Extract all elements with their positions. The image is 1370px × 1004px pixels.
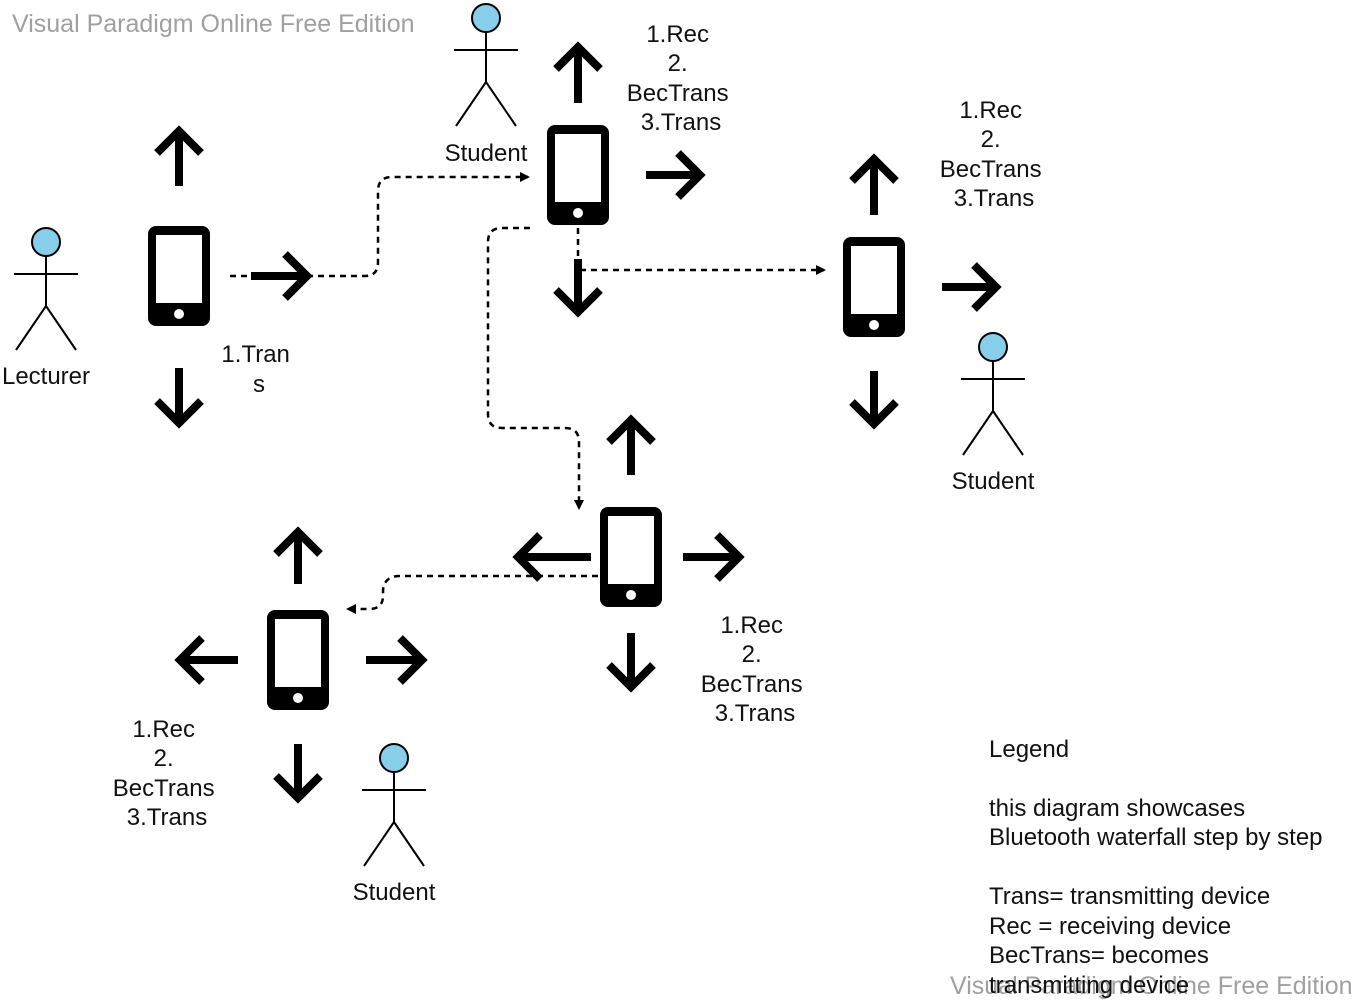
legend-line: Bluetooth waterfall step by step — [989, 824, 1323, 851]
arrow-up-icon — [849, 153, 899, 215]
smartphone-button — [626, 590, 636, 600]
arrow-down-icon — [553, 259, 603, 318]
label-line: 2. — [668, 50, 688, 77]
actor-leg — [992, 410, 1024, 456]
actor-head — [31, 227, 61, 257]
device-bottom-left — [174, 526, 428, 804]
label-line: 1.Rec — [646, 21, 709, 48]
arrow-right-icon — [683, 532, 745, 582]
actor-leg — [455, 81, 487, 127]
arrow-right-icon — [942, 262, 1002, 312]
label-line: 1.Tran — [221, 341, 289, 368]
smartphone-screen — [608, 516, 654, 584]
device-bottom-left-label: 1.Rec 2. BecTrans 3.Trans — [113, 716, 221, 831]
actor-student-right: Student — [952, 332, 1035, 495]
smartphone-button — [174, 309, 184, 319]
legend-line: Rec = receiving device — [989, 913, 1231, 940]
connector-top-to-right — [576, 228, 826, 275]
device-right — [843, 153, 1002, 430]
label-line: 1.Rec — [720, 612, 783, 639]
label-line: 3.Trans — [715, 700, 795, 727]
actor-leg — [485, 81, 517, 127]
smartphone-screen — [555, 134, 601, 202]
label-line: BecTrans — [627, 80, 729, 107]
label-line: 3.Trans — [127, 804, 207, 831]
watermark-bottom: Visual Paradigm Online Free Edition — [950, 972, 1353, 1000]
actor-leg — [962, 410, 994, 456]
actor-head — [471, 3, 501, 33]
label-line: 2. — [981, 126, 1001, 153]
smartphone-screen — [275, 619, 321, 687]
arrow-down-icon — [606, 633, 656, 693]
arrow-up-icon — [273, 526, 323, 584]
arrow-right-icon — [251, 251, 313, 301]
smartphone-screen — [156, 235, 202, 303]
label-line: s — [253, 371, 265, 398]
device-top-label: 1.Rec 2. BecTrans 3.Trans — [627, 21, 735, 136]
device-middle-label: 1.Rec 2. BecTrans 3.Trans — [701, 612, 809, 727]
watermark-top: Visual Paradigm Online Free Edition — [12, 10, 415, 38]
connector-top-to-middle — [486, 226, 584, 510]
label-line: BecTrans — [113, 775, 215, 802]
actor-leg — [45, 305, 77, 351]
actor-student-bottom: Student — [353, 743, 436, 906]
smartphone-screen — [851, 246, 897, 314]
legend-line: transmitting device — [989, 972, 1189, 999]
label-line: BecTrans — [940, 156, 1042, 183]
arrow-down-icon — [849, 371, 899, 430]
device-right-label: 1.Rec 2. BecTrans 3.Trans — [940, 97, 1048, 212]
arrow-left-icon — [174, 635, 238, 685]
actor-label: Lecturer — [2, 363, 90, 390]
actor-leg — [363, 821, 395, 867]
arrow-left-icon — [512, 532, 591, 582]
smartphone-button — [869, 320, 879, 330]
arrow-up-icon — [154, 125, 204, 186]
actor-head — [379, 743, 409, 773]
label-line: 3.Trans — [641, 109, 721, 136]
smartphone-button — [293, 693, 303, 703]
label-line: 1.Rec — [959, 97, 1022, 124]
label-line: 3.Trans — [954, 185, 1034, 212]
actor-lecturer: Lecturer — [2, 227, 90, 390]
connector-lecturer-to-top — [230, 172, 530, 278]
legend-line: this diagram showcases — [989, 795, 1245, 822]
actor-label: Student — [445, 140, 528, 167]
arrow-down-icon — [154, 368, 204, 429]
connectors — [230, 172, 826, 614]
device-layer — [148, 41, 1002, 804]
arrow-up-icon — [553, 41, 603, 103]
arrow-right-icon — [646, 150, 706, 200]
actor-label: Student — [952, 468, 1035, 495]
legend-line: Trans= transmitting device — [989, 883, 1270, 910]
actor-label: Student — [353, 879, 436, 906]
device-top — [547, 41, 706, 318]
actor-student-top: Student — [445, 3, 528, 167]
actor-leg — [393, 821, 425, 867]
arrow-down-icon — [273, 744, 323, 804]
arrow-right-icon — [366, 635, 428, 685]
lecturer-trans-label: 1.Tran s — [221, 341, 296, 398]
legend: Legend this diagram showcases Bluetooth … — [989, 736, 1329, 999]
label-line: 2. — [742, 641, 762, 668]
connector-middle-to-bottom-left — [346, 574, 598, 614]
smartphone-button — [573, 208, 583, 218]
arrow-up-icon — [606, 414, 656, 475]
legend-title: Legend — [989, 736, 1069, 763]
label-line: BecTrans — [701, 671, 803, 698]
label-line: 2. — [154, 745, 174, 772]
device-lecturer — [148, 125, 313, 429]
device-middle — [512, 414, 745, 693]
actor-head — [978, 332, 1008, 362]
legend-line: BecTrans= becomes — [989, 942, 1209, 969]
actor-leg — [15, 305, 47, 351]
label-line: 1.Rec — [132, 716, 195, 743]
